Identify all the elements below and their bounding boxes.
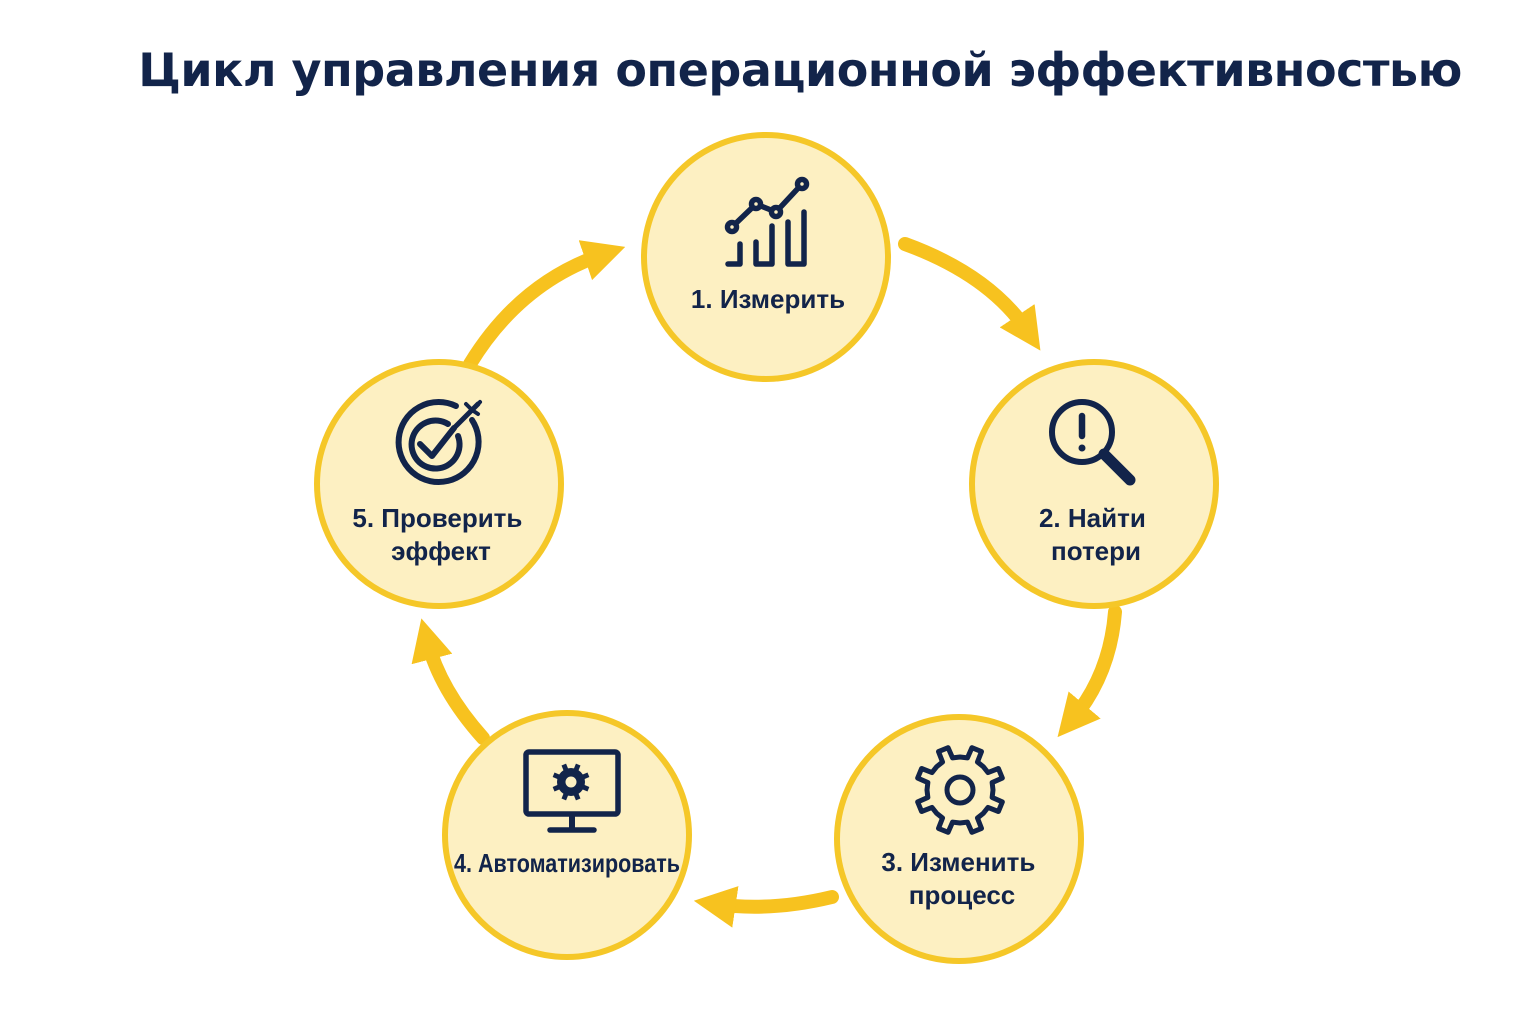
- step-label-4: 4. Автоматизировать: [454, 848, 680, 878]
- step-node-1: 1. Измерить: [641, 132, 891, 382]
- arrow-3-to-4: [693, 886, 839, 928]
- target-check-icon: [395, 399, 482, 485]
- cycle-arrows: [411, 237, 1122, 928]
- monitor-gear-icon: [523, 749, 621, 833]
- arrow-2-to-3: [1057, 605, 1122, 738]
- page-title: Цикл управления операционной эффективнос…: [138, 43, 1462, 97]
- gear-icon: [915, 745, 1005, 835]
- step-node-2: 2. Найти потери: [969, 359, 1219, 609]
- arrow-1-to-2: [898, 237, 1041, 351]
- step-label-3: 3. Изменить процесс: [881, 847, 1042, 910]
- arrow-4-to-5: [411, 618, 490, 745]
- arrow-5-to-1: [463, 240, 626, 371]
- step-node-3: 3. Изменить процесс: [834, 714, 1084, 964]
- step-node-4: 4. Автоматизировать: [442, 710, 692, 960]
- step-label-5: 5. Проверить эффект: [352, 503, 529, 566]
- step-node-5: 5. Проверить эффект: [314, 359, 564, 609]
- chart-icon: [724, 176, 810, 267]
- step-label-1: 1. Измерить: [691, 284, 845, 314]
- magnifier-alert-icon: [1049, 399, 1136, 486]
- step-label-2: 2. Найти потери: [1039, 503, 1153, 566]
